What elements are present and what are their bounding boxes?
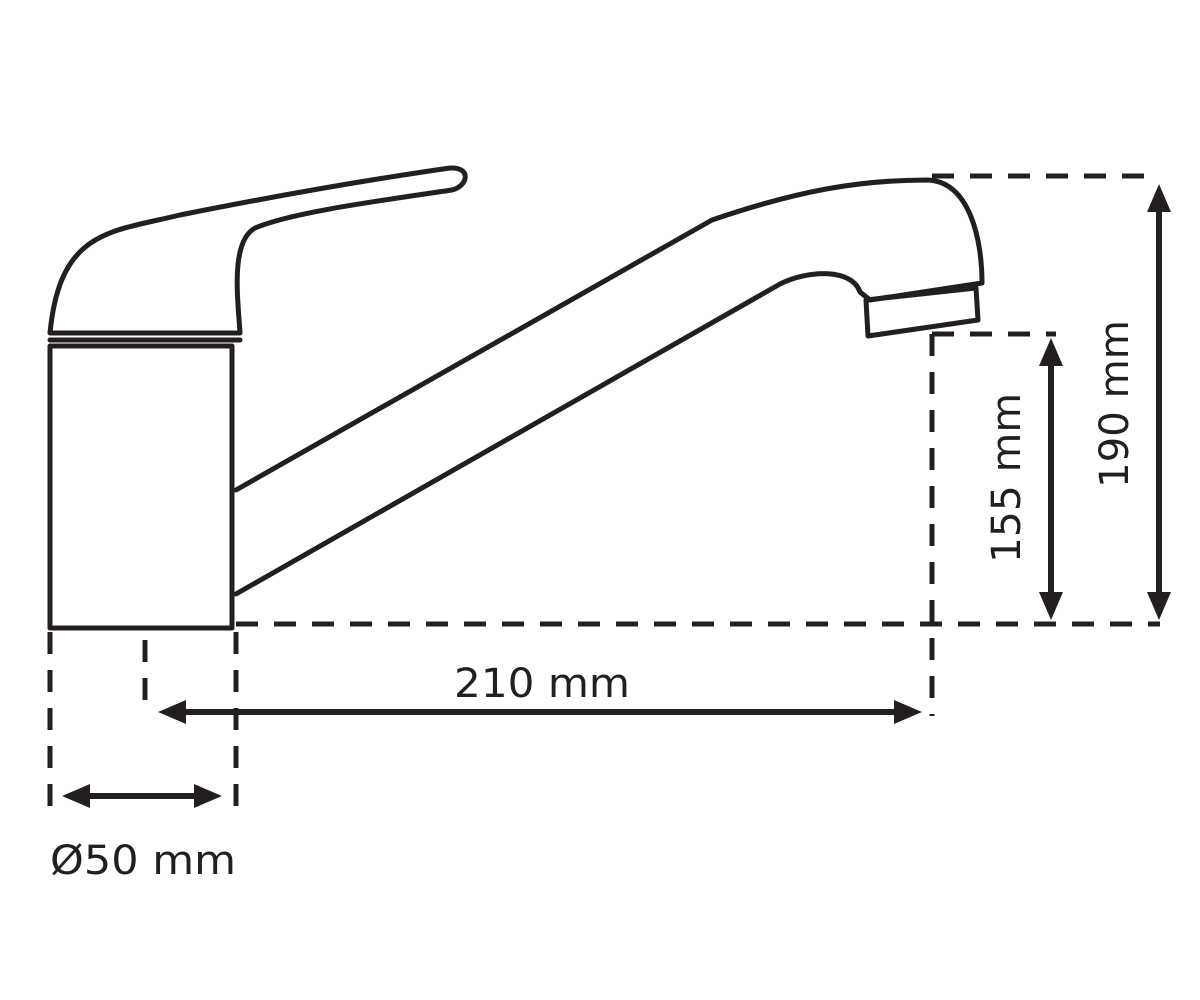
total-height-label: 190 mm	[1092, 320, 1138, 488]
arrowhead-up	[1039, 338, 1063, 366]
spout-height-label: 155 mm	[984, 393, 1030, 563]
arrowhead-left	[158, 700, 186, 724]
reach-label: 210 mm	[454, 661, 630, 707]
dimension-spout-height: 155 mm	[984, 338, 1063, 620]
faucet-aerator	[863, 285, 981, 339]
dimension-reach: 210 mm	[158, 661, 922, 724]
faucet-body	[47, 343, 235, 631]
faucet-outline	[47, 165, 985, 631]
dimension-total-height: 190 mm	[1092, 184, 1171, 620]
arrowhead-right	[194, 784, 222, 808]
extension-lines	[47, 173, 1160, 810]
dimension-diameter: Ø50 mm	[50, 784, 236, 884]
faucet-handle-lever	[47, 165, 468, 336]
arrowhead-down	[1039, 592, 1063, 620]
diameter-label: Ø50 mm	[50, 838, 236, 884]
arrowhead-left	[62, 784, 90, 808]
arrowhead-up	[1147, 184, 1171, 212]
arrowhead-right	[894, 700, 922, 724]
faucet-spout	[233, 177, 985, 597]
arrowhead-down	[1147, 592, 1171, 620]
